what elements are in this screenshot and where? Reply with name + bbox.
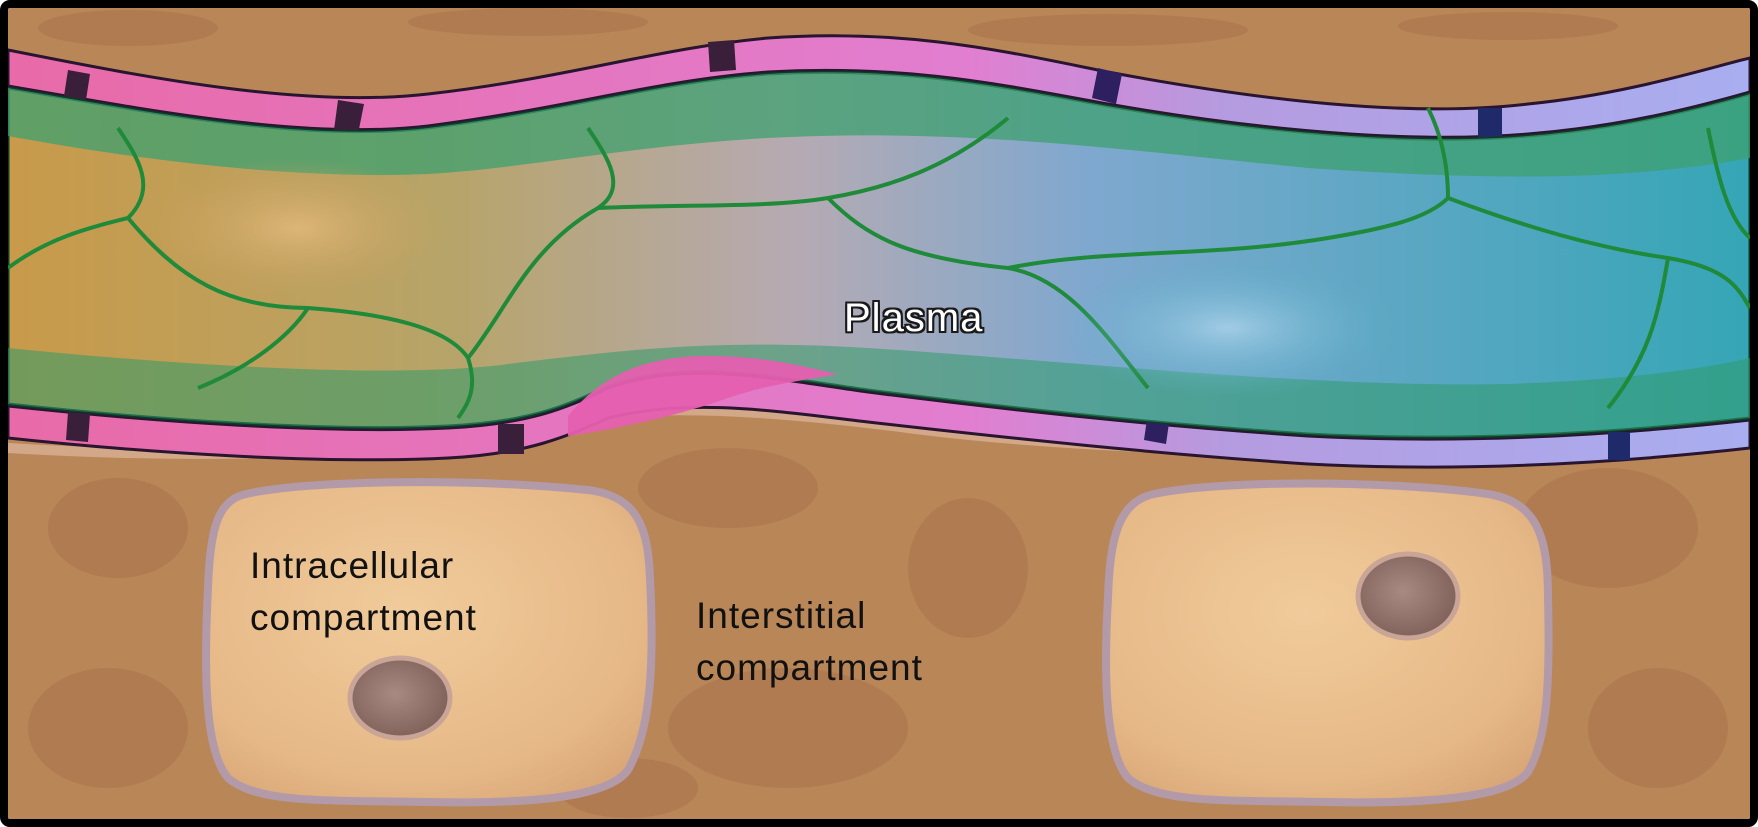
- endothelial-nucleus-left: [148, 158, 448, 298]
- plasma-label: Plasma: [844, 296, 983, 340]
- interstitial-compartment-label: Interstitial compartment: [696, 590, 996, 694]
- tissue-cell-right: [1106, 484, 1549, 803]
- intracellular-compartment-label: Intracellular compartment: [250, 540, 570, 644]
- cell-nucleus-left: [350, 658, 450, 738]
- diagram-artwork: [8, 8, 1750, 819]
- cell-nucleus-right: [1358, 554, 1458, 638]
- endothelial-nucleus-right: [1058, 258, 1398, 398]
